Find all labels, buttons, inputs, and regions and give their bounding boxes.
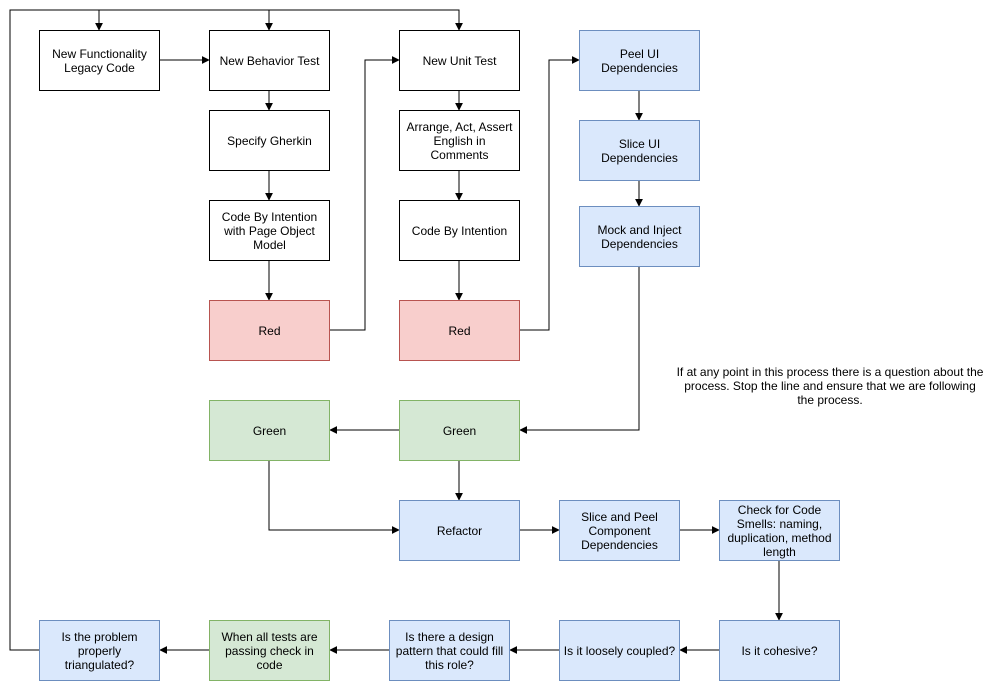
node-properly-triangulated: Is the problem properly triangulated? [39,620,160,681]
node-mock-inject-dependencies: Mock and Inject Dependencies [579,206,700,267]
node-code-by-intention: Code By Intention [399,200,520,261]
edge-green-left-to-refactor [268,460,400,534]
node-red-unit: Red [399,300,520,361]
edge-red-to-unit-test [330,56,400,331]
edge-red-unit-to-peel-ui [520,56,580,331]
node-is-cohesive: Is it cohesive? [719,620,840,681]
node-new-functionality-legacy-code: New Functionality Legacy Code [39,30,160,91]
edge-mock-to-green [519,266,640,434]
node-loosely-coupled: Is it loosely coupled? [559,620,680,681]
node-red-behavior: Red [209,300,330,361]
node-refactor: Refactor [399,500,520,561]
node-design-pattern: Is there a design pattern that could fil… [389,620,510,681]
node-check-code-smells: Check for Code Smells: naming, duplicati… [719,500,840,561]
node-new-behavior-test: New Behavior Test [209,30,330,91]
node-arrange-act-assert: Arrange, Act, Assert English in Comments [399,110,520,171]
node-green-right: Green [399,400,520,461]
node-new-unit-test: New Unit Test [399,30,520,91]
node-code-by-intention-page-object: Code By Intention with Page Object Model [209,200,330,261]
node-green-left: Green [209,400,330,461]
process-note: If at any point in this process there is… [676,365,984,407]
node-specify-gherkin: Specify Gherkin [209,110,330,171]
node-slice-peel-component: Slice and Peel Component Dependencies [559,500,680,561]
node-peel-ui-dependencies: Peel UI Dependencies [579,30,700,91]
edge-triangulated-loop [9,9,463,651]
node-all-tests-passing: When all tests are passing check in code [209,620,330,681]
node-slice-ui-dependencies: Slice UI Dependencies [579,120,700,181]
